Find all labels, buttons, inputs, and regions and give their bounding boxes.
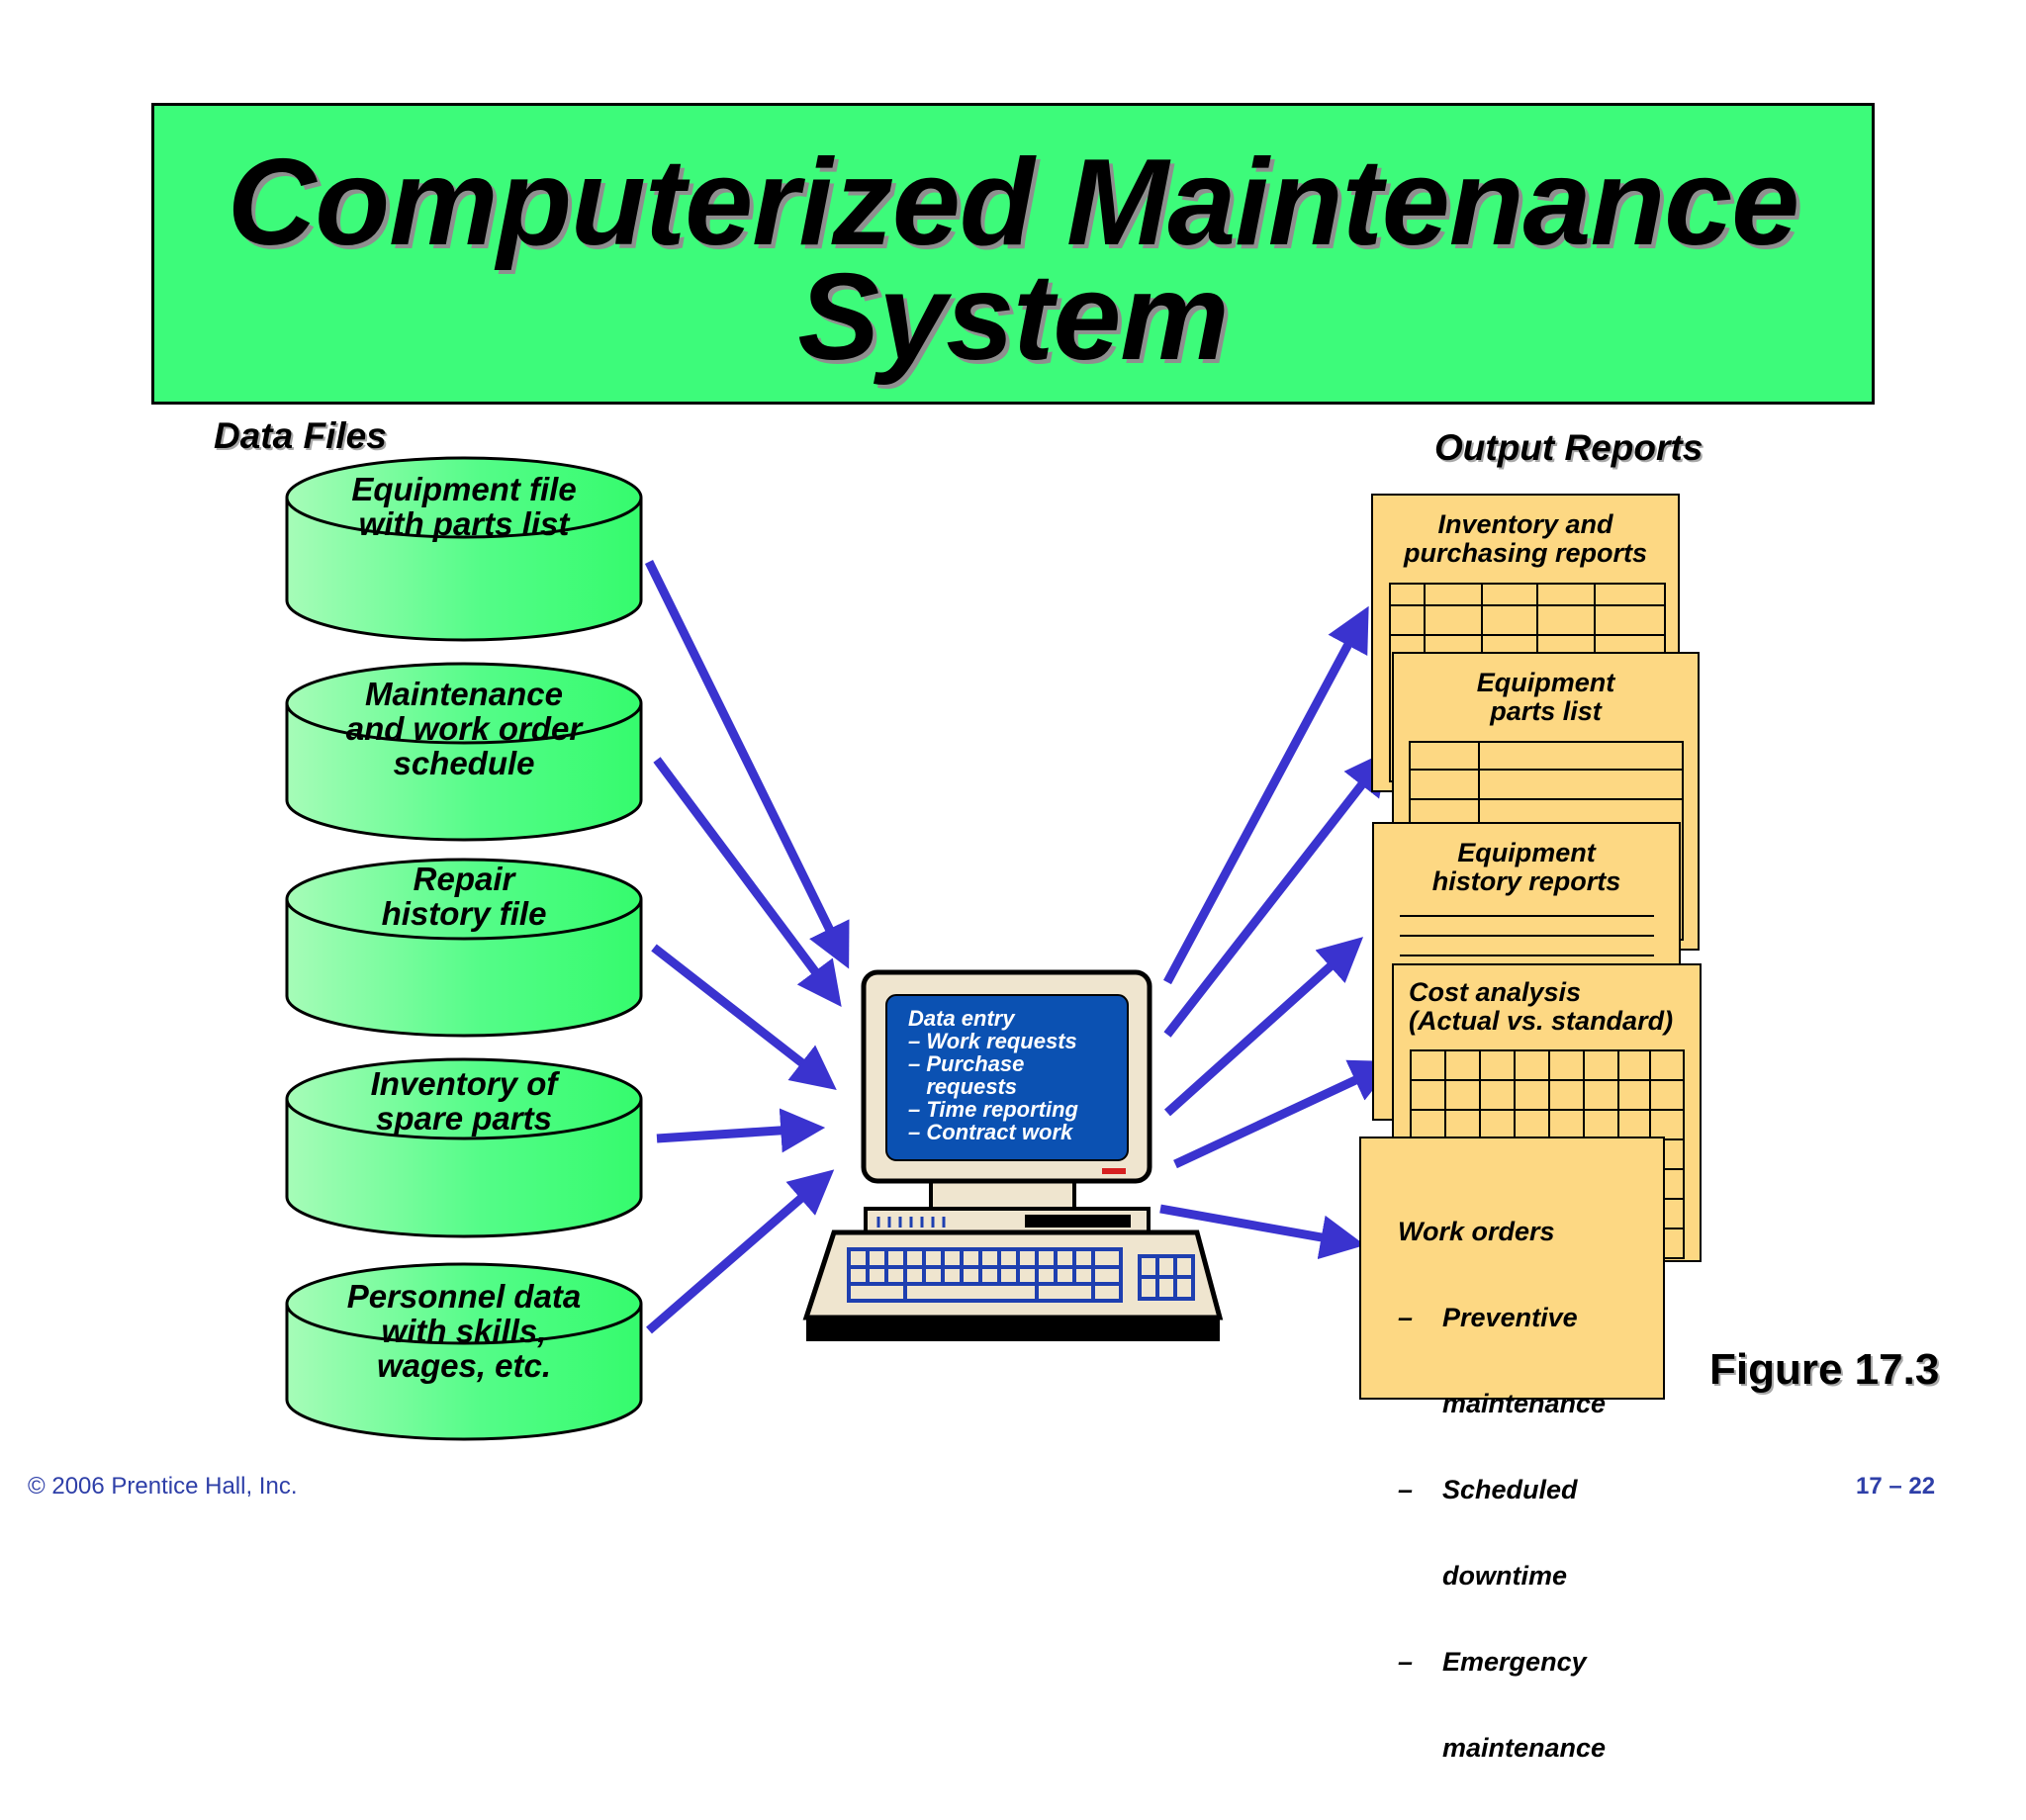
data-file-repair-label: Repair history file [381,861,547,932]
cylinder-equipment-file [285,456,643,642]
report-parts-list-title: Equipment parts list [1476,668,1615,726]
slide: Computerized Maintenance System Data Fil… [28,103,1940,1763]
output-arrows [1159,605,1396,1260]
output-reports-label: Output Reports [1434,427,1704,468]
arrow-computer-to-history-reports [1163,937,1364,1117]
report-inventory-title: Inventory and purchasing reports [1403,509,1648,568]
arrow-computer-to-cost-analysis [1173,1059,1396,1169]
arrow-schedule-to-computer [653,757,842,1007]
cpu-vents [876,1217,946,1228]
data-file-inventory-label: Inventory of spare parts [370,1065,558,1137]
keyboard-keys [847,1247,1195,1303]
cylinder-repair-history [285,858,643,1038]
report-cost-analysis-title: Cost analysis (Actual vs. standard) [1409,977,1674,1036]
arrow-repair-to-computer [651,944,837,1090]
page-number: 17 – 22 [1856,1473,1936,1500]
screen-line-time-reporting: – Time reporting [908,1097,1078,1122]
arrow-computer-to-inventory-reports [1163,605,1369,985]
screen-line-contract-work: – Contract work [908,1120,1073,1144]
power-led [1102,1168,1126,1174]
cylinder-personnel-data [285,1262,643,1441]
data-file-personnel-label: Personnel data with skills, wages, etc. [346,1278,582,1384]
monitor-screen [885,994,1129,1161]
arrow-computer-to-parts-list [1163,750,1389,1038]
screen-line-work-requests: – Work requests [908,1029,1077,1053]
title-line-2: System [797,249,1229,386]
report-work-orders-text: Work orders – Preventive maintenance – S… [1398,1217,1607,1763]
data-file-equipment-label: Equipment file with parts list [351,471,577,542]
keyboard-base [806,1318,1220,1341]
arrow-equipment-to-computer [644,560,850,969]
computer-illustration [802,969,1224,1341]
arrow-computer-to-work-orders [1159,1204,1365,1260]
arrow-personnel-to-computer [646,1169,835,1334]
arrow-inventory-to-computer [656,1108,826,1153]
data-file-maintenance-label: Maintenance and work order schedule [345,676,583,781]
cylinder-maintenance-schedule [285,662,643,842]
copyright-footer: © 2006 Prentice Hall, Inc. [28,1473,298,1500]
cylinder-spare-parts-inventory [285,1057,643,1238]
title-line-1: Computerized Maintenance [227,135,1799,271]
report-history-title: Equipment history reports [1431,838,1621,896]
title-banner: Computerized Maintenance System [151,103,1875,405]
screen-line-requests: requests [908,1074,1018,1099]
screen-line-data-entry: Data entry [908,1006,1015,1031]
data-files-label: Data Files [214,415,387,456]
screen-line-purchase: – Purchase [908,1051,1025,1076]
input-arrows [644,560,850,1334]
diagram-canvas [285,456,1702,1441]
figure-number: Figure 17.3 [1709,1345,1940,1394]
disk-slot [1025,1215,1131,1228]
report-work-orders [1359,1137,1665,1400]
